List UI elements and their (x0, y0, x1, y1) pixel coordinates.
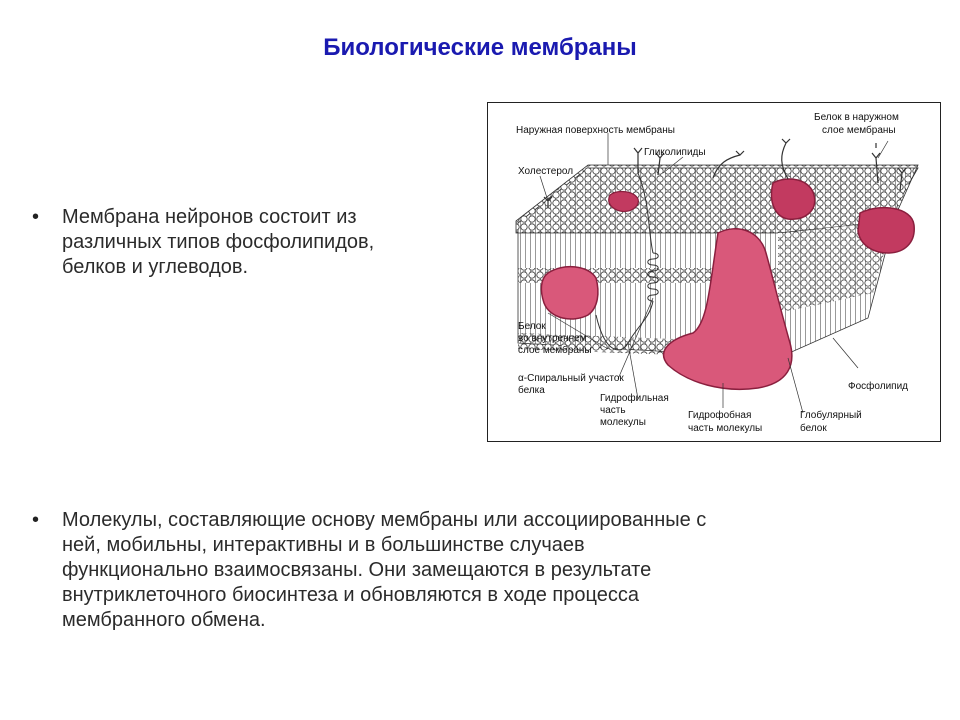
label-globular: белок (800, 422, 827, 434)
bullet-line: внутриклеточного биосинтеза и обновляютс… (62, 584, 639, 606)
label-hydrophobic: Гидрофобная (688, 409, 751, 421)
label-outer-surface: Наружная поверхность мембраны (516, 124, 675, 136)
label-alpha-helix: α-Спиральный участок (518, 373, 624, 384)
bullet-list-2: • Молекулы, составляющие основу мембраны… (32, 508, 932, 633)
bullet-text: Молекулы, составляющие основу мембраны и… (62, 508, 706, 633)
bullet-dot: • (32, 206, 40, 228)
bullet-line: белков и углеводов. (62, 256, 249, 278)
membrane-diagram: Наружная поверхность мембраны Белок в на… (515, 112, 919, 434)
bullet-line: функционально взаимосвязаны. Они замещаю… (62, 559, 652, 581)
top-surface-heads (515, 164, 919, 234)
globular-protein (662, 228, 793, 391)
bullet-item: • Молекулы, составляющие основу мембраны… (32, 508, 932, 633)
outer-protein-right (857, 206, 915, 254)
bullet-line: Мембрана нейронов состоит из (62, 206, 357, 228)
bullet-line: различных типов фосфолипидов, (62, 231, 375, 253)
label-inner-protein: Белок (518, 321, 546, 332)
label-hydrophilic: молекулы (600, 417, 646, 428)
bullet-dot: • (32, 509, 40, 531)
leader-lines (539, 133, 889, 414)
label-phospholipid: Фосфолипид (848, 380, 908, 392)
label-outer-protein: слое мембраны (822, 124, 896, 136)
membrane-figure: Наружная поверхность мембраны Белок в на… (487, 102, 941, 442)
label-inner-protein: во внутреннем (518, 333, 587, 344)
label-cholesterol: Холестерол (518, 166, 573, 177)
label-glycolipids: Гликолипиды (644, 147, 706, 158)
small-protein (608, 190, 639, 212)
bullet-list-1: • Мембрана нейронов состоит из различных… (32, 205, 472, 280)
label-hydrophilic: Гидрофильная (600, 392, 669, 404)
label-hydrophobic: часть молекулы (688, 423, 762, 434)
label-outer-protein: Белок в наружном (814, 112, 899, 123)
bullet-line: мембранного обмена. (62, 609, 266, 631)
glycolipids (543, 138, 907, 208)
inner-protein (540, 266, 599, 320)
bullet-line: ней, мобильны, интерактивны и в большинс… (62, 534, 585, 556)
slide-title: Биологические мембраны (323, 34, 637, 61)
label-inner-protein: слое мембраны (518, 344, 592, 356)
proteins (540, 178, 915, 391)
outer-protein-mid (770, 178, 816, 220)
label-hydrophilic: часть (600, 405, 626, 416)
label-alpha-helix: белка (518, 384, 545, 396)
label-globular: Глобулярный (800, 409, 862, 421)
bullet-item: • Мембрана нейронов состоит из различных… (32, 205, 472, 280)
bullet-line: Молекулы, составляющие основу мембраны и… (62, 509, 707, 531)
bullet-text: Мембрана нейронов состоит из различных т… (62, 205, 374, 280)
